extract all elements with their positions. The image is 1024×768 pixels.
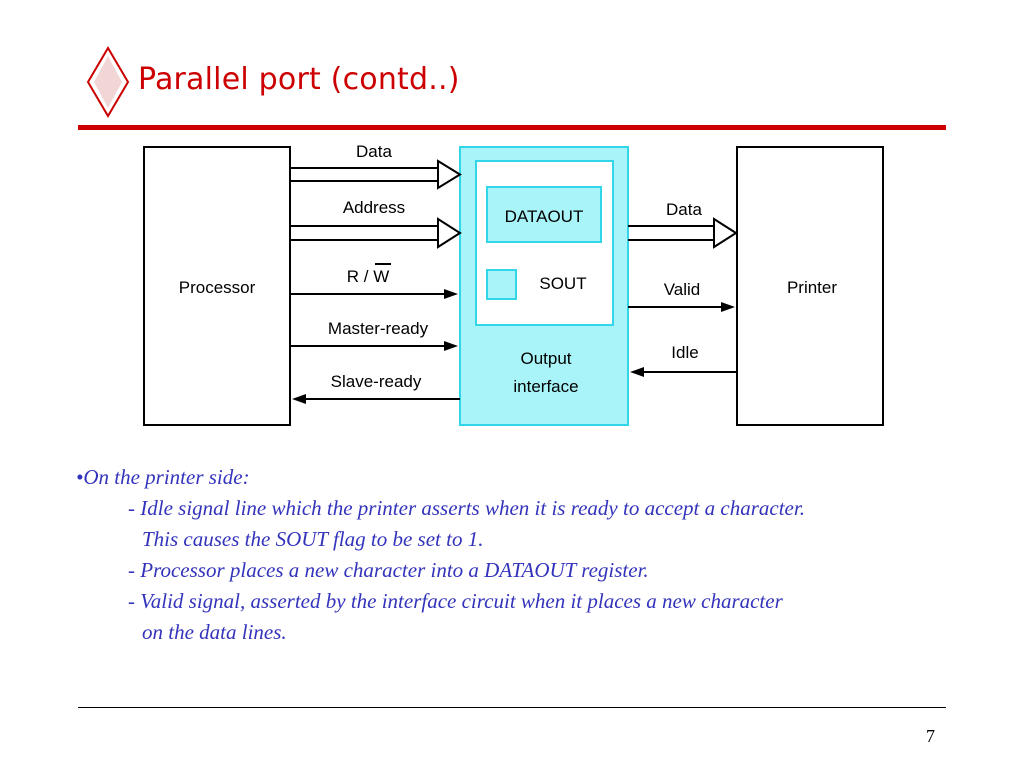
address-label: Address [343,198,405,217]
interface-label-2: interface [513,377,578,396]
slave-ready-label: Slave-ready [331,372,422,391]
data-out-bus-arrow [628,217,738,249]
diamond-logo-icon [86,46,130,118]
rw-label: R / W [347,267,390,286]
note-item-valid-line2: on the data lines. [142,620,287,644]
slave-ready-arrow [292,394,460,404]
data-in-label: Data [356,142,392,161]
master-ready-label: Master-ready [328,319,429,338]
address-bus-arrow [290,217,462,249]
master-ready-arrow [290,341,458,351]
printer-label: Printer [787,278,837,297]
processor-box [143,146,291,426]
slide-title: Parallel port (contd..) [138,62,460,97]
data-bus-arrow [290,159,462,190]
rw-arrow [290,289,458,299]
footer-divider [78,707,946,708]
note-item-idle-line1: - Idle signal line which the printer ass… [128,496,805,520]
interface-label-1: Output [520,349,571,368]
printer-box [736,146,884,426]
processor-label: Processor [179,278,256,297]
note-item-idle-line2: This causes the SOUT flag to be set to 1… [142,527,484,551]
valid-arrow [628,302,735,312]
note-item-valid-line1: - Valid signal, asserted by the interfac… [128,589,783,613]
idle-label: Idle [671,343,698,362]
data-out-label: Data [666,200,702,219]
page-number: 7 [926,726,935,746]
dataout-register [486,186,602,243]
sout-label: SOUT [539,274,586,293]
idle-arrow [630,367,737,377]
dataout-label: DATAOUT [505,207,584,226]
sout-flag [486,269,517,300]
parallel-port-diagram: Processor Printer DATAOUT SOUT Output in… [143,142,884,426]
title-divider [78,125,946,130]
note-item-processor: - Processor places a new character into … [128,558,649,582]
valid-label: Valid [664,280,701,299]
notes-heading: •On the printer side: [76,465,250,489]
